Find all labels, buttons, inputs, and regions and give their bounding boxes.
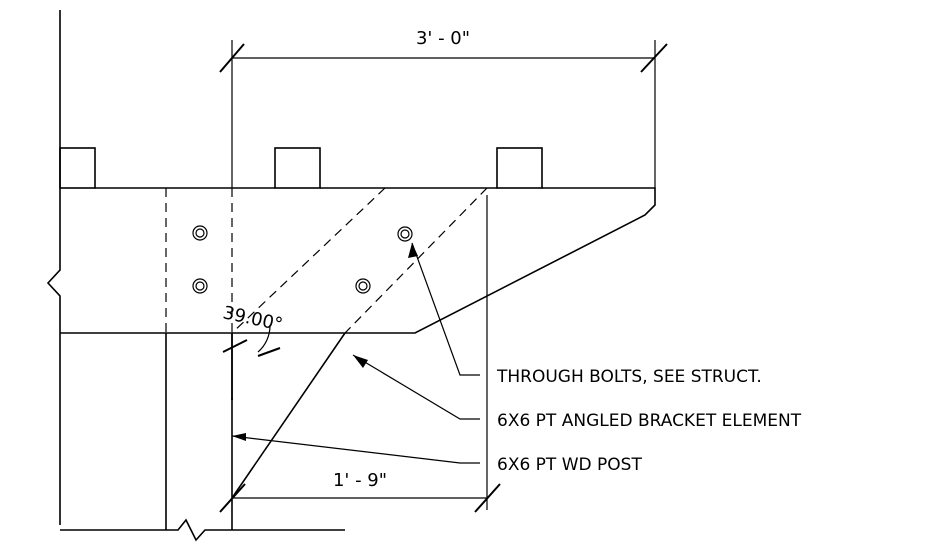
angle-label: 39.00°: [221, 302, 285, 335]
joist-1: [59, 147, 96, 189]
bolt-3: [397, 226, 413, 242]
joists: [59, 147, 543, 189]
joist-2: [274, 147, 321, 189]
top-dimension: 3' - 0": [219, 28, 668, 73]
top-dimension-label: 3' - 0": [416, 28, 470, 49]
leaders: [231, 242, 480, 464]
callout-angled-bracket: 6X6 PT ANGLED BRACKET ELEMENT: [497, 411, 802, 431]
post-hidden-lines: [165, 188, 233, 333]
bolt-2: [192, 278, 208, 294]
callout-through-bolts: THROUGH BOLTS, SEE STRUCT.: [496, 367, 762, 387]
angled-bracket: [231, 187, 488, 499]
beam: [60, 187, 656, 334]
post: [60, 333, 345, 542]
bottom-dimension-label: 1' - 9": [333, 470, 387, 491]
through-bolts: [192, 225, 413, 294]
angle-dimension: 39.00°: [221, 302, 285, 357]
callout-labels: THROUGH BOLTS, SEE STRUCT. 6X6 PT ANGLED…: [496, 367, 802, 475]
wall-edge: [46, 10, 61, 525]
bottom-dimension: 1' - 9": [219, 470, 501, 513]
extension-lines: [231, 40, 656, 510]
bolt-1: [192, 225, 208, 241]
joist-3: [496, 147, 543, 189]
bolt-4: [355, 278, 371, 294]
callout-wd-post: 6X6 PT WD POST: [497, 455, 642, 475]
